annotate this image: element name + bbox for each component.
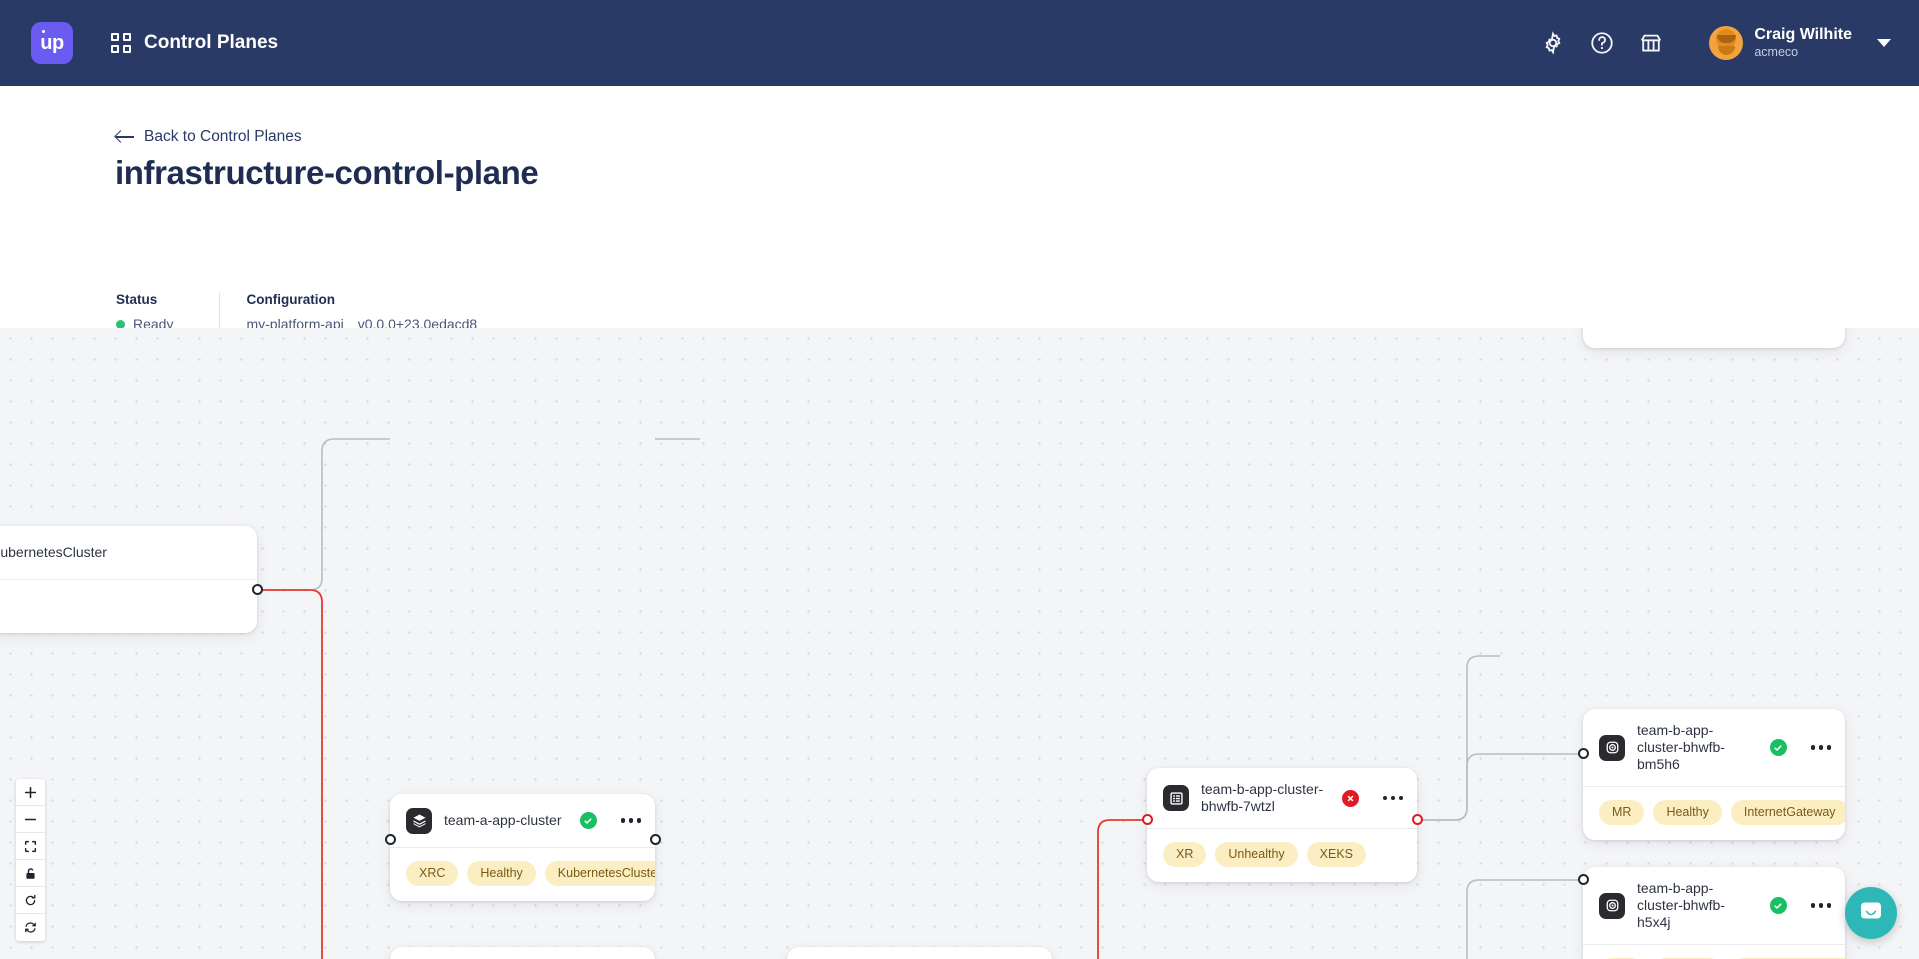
node-header: K KubernetesCluster xyxy=(0,526,257,579)
tag: Unhealthy xyxy=(1215,842,1298,868)
node-tags: API xyxy=(0,580,257,633)
graph-node-bhwfb-7wtzl[interactable]: team-b-app-cluster-bhwfb-7wtzl XR Unheal… xyxy=(1147,768,1417,883)
auto-sync-button[interactable] xyxy=(16,914,45,941)
node-port[interactable] xyxy=(252,584,263,595)
resource-graph-canvas[interactable]: K KubernetesCluster API team-a-app-clust… xyxy=(0,328,1919,959)
managed-resource-icon xyxy=(1599,734,1625,761)
logo-dot xyxy=(42,30,45,33)
user-org: acmeco xyxy=(1754,44,1799,59)
tag: KubernetesCluster xyxy=(544,861,655,886)
node-divider xyxy=(390,847,655,848)
chevron-down-icon[interactable] xyxy=(1877,39,1891,47)
node-port[interactable] xyxy=(1578,748,1589,759)
zoom-in-button[interactable] xyxy=(16,779,45,806)
nav-control-planes[interactable]: Control Planes xyxy=(111,32,278,54)
chat-launcher-button[interactable] xyxy=(1845,887,1897,939)
node-title: team-b-app-cluster-bhwfb-h5x4j xyxy=(1637,880,1725,931)
node-tags: XRC Healthy KubernetesCluster xyxy=(390,848,655,901)
node-tags: MR Healthy InternetGateway xyxy=(1583,787,1845,840)
node-title: team-a-app-cluster xyxy=(444,811,562,828)
node-menu-button[interactable] xyxy=(1810,745,1831,750)
lock-button[interactable] xyxy=(16,860,45,887)
node-divider xyxy=(1583,786,1845,788)
node-port[interactable] xyxy=(385,834,396,845)
graph-node-team-a-app-cluster[interactable]: team-a-app-cluster XRC Healthy Kubernete… xyxy=(390,794,655,901)
logo-text: up xyxy=(40,31,64,54)
marketplace-icon[interactable] xyxy=(1638,30,1664,56)
status-healthy-icon xyxy=(1769,897,1787,915)
status-dot-icon xyxy=(116,319,125,329)
node-port[interactable] xyxy=(1412,814,1423,825)
tag: XEKS xyxy=(1306,842,1367,868)
node-header: team-b-app-cluster-bhwfb-7wtzl xyxy=(1147,768,1417,828)
tag: MR xyxy=(1599,800,1645,826)
status-block: Status Ready xyxy=(116,292,173,332)
graph-node[interactable] xyxy=(1583,328,1845,348)
arrow-left-icon xyxy=(116,130,134,144)
node-menu-button[interactable] xyxy=(1810,903,1831,908)
managed-resource-icon xyxy=(1599,892,1625,919)
tag: XR xyxy=(1163,842,1207,868)
node-port[interactable] xyxy=(650,834,661,845)
tag: Healthy xyxy=(467,861,536,886)
tag: Healthy xyxy=(1653,800,1722,826)
back-to-control-planes-link[interactable]: Back to Control Planes xyxy=(116,128,302,146)
nav-title: Control Planes xyxy=(144,32,279,53)
node-port[interactable] xyxy=(1142,814,1153,825)
layers-icon xyxy=(406,807,432,834)
canvas-controls xyxy=(16,779,45,941)
page-title: infrastructure-control-plane xyxy=(115,154,539,191)
graph-node-bhwfb-bm5h6[interactable]: team-b-app-cluster-bhwfb-bm5h6 MR Health… xyxy=(1583,709,1845,841)
node-header: team-b-app-cluster-bhwfb xyxy=(787,947,1052,959)
status-healthy-icon xyxy=(579,812,597,829)
node-title: team-b-app-cluster-bhwfb-bm5h6 xyxy=(1637,722,1725,773)
node-divider xyxy=(0,579,257,580)
help-icon[interactable] xyxy=(1589,30,1615,56)
zoom-out-button[interactable] xyxy=(16,806,45,833)
node-header: team-b-app-cluster-bhwfb-h5x4j xyxy=(1583,867,1845,944)
graph-node-kubernetescluster[interactable]: K KubernetesCluster API xyxy=(0,526,257,633)
node-header: team-a-app-cluster xyxy=(390,794,655,847)
avatar xyxy=(1709,26,1744,60)
node-header: team-b-app-cluster xyxy=(390,947,655,959)
back-link-label: Back to Control Planes xyxy=(144,128,302,145)
graph-node-team-b-app-cluster-bhwfb[interactable]: team-b-app-cluster-bhwfb XR Unhealthy XK… xyxy=(787,947,1052,959)
graph-node-bhwfb-h5x4j[interactable]: team-b-app-cluster-bhwfb-h5x4j MR Health… xyxy=(1583,867,1845,959)
gear-icon[interactable] xyxy=(1540,30,1566,56)
user-menu[interactable]: Craig Wilhite acmeco xyxy=(1709,26,1891,60)
tag: InternetGateway xyxy=(1730,800,1845,826)
node-menu-button[interactable] xyxy=(620,818,641,823)
node-divider xyxy=(1147,828,1417,830)
configuration-label: Configuration xyxy=(246,292,335,307)
meta-divider xyxy=(219,292,221,340)
node-port[interactable] xyxy=(1578,874,1589,885)
node-menu-button[interactable] xyxy=(1382,795,1403,801)
node-tags: MR Healthy MainRouteTableAssociation xyxy=(1583,945,1845,959)
topbar-actions: Craig Wilhite acmeco xyxy=(1540,26,1891,60)
status-unhealthy-icon xyxy=(1341,789,1359,807)
node-header: team-b-app-cluster-bhwfb-bm5h6 xyxy=(1583,709,1845,786)
refresh-button[interactable] xyxy=(16,887,45,914)
tag: XRC xyxy=(406,861,459,886)
status-healthy-icon xyxy=(1769,739,1787,757)
graph-edges xyxy=(258,438,1580,959)
chat-bubble-icon xyxy=(1858,898,1884,929)
grid-icon xyxy=(111,33,131,53)
node-title: team-b-app-cluster-bhwfb-7wtzl xyxy=(1201,781,1324,815)
top-navigation-bar: up Control Planes xyxy=(0,0,1919,86)
page-header: Back to Control Planes infrastructure-co… xyxy=(0,86,1919,414)
status-label: Status xyxy=(116,292,158,307)
node-divider xyxy=(1583,944,1845,946)
graph-node-team-b-app-cluster[interactable]: team-b-app-cluster XRC Unhealthy Kuberne… xyxy=(390,947,655,959)
resource-icon xyxy=(1163,785,1189,812)
node-title: KubernetesCluster xyxy=(0,543,107,560)
fit-view-button[interactable] xyxy=(16,833,45,860)
upbound-logo[interactable]: up xyxy=(31,22,73,64)
configuration-block: Configuration my-platform-api v0.0.0+23.… xyxy=(246,292,477,332)
node-tags: XR Unhealthy XEKS xyxy=(1147,829,1417,882)
user-name: Craig Wilhite xyxy=(1754,26,1852,44)
